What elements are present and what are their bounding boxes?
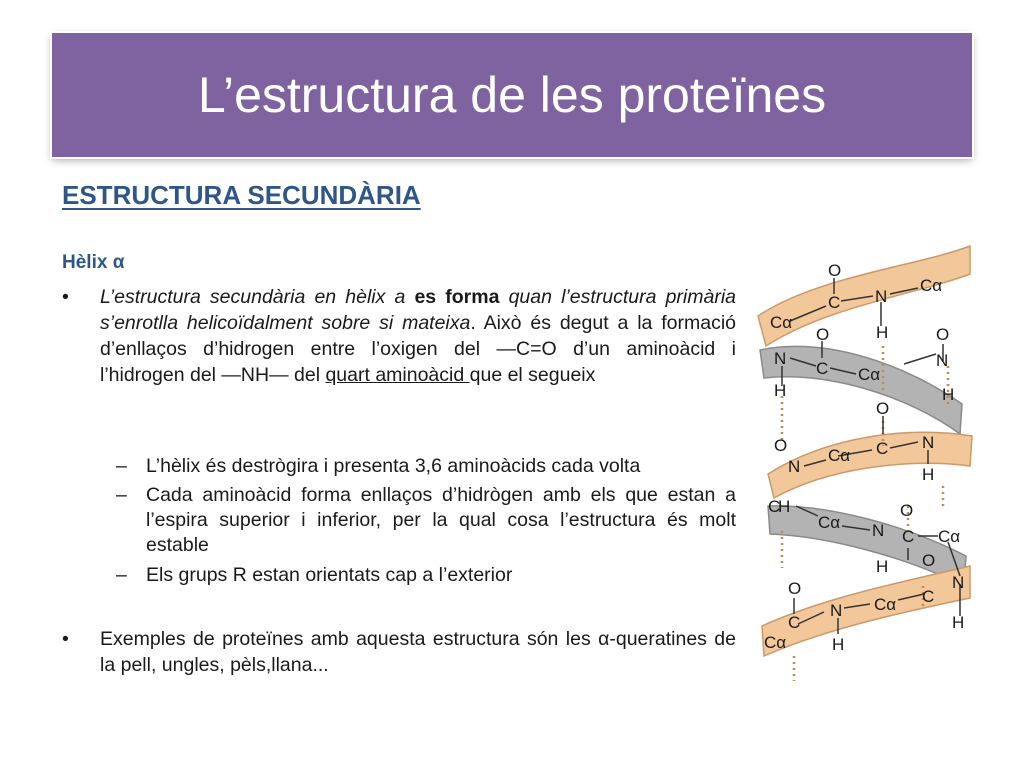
atom-label-o: O	[828, 261, 841, 280]
ribbon-tan	[757, 244, 971, 348]
atom-label-n: N	[774, 349, 786, 368]
atom-label-calpha: Cα	[858, 365, 880, 384]
atom-label-n: N	[872, 521, 884, 540]
atom-label-h: H	[778, 497, 790, 516]
bullet-icon: •	[62, 628, 69, 650]
atom-label-h: H	[922, 465, 934, 484]
underlined-phrase: quart aminoàcid	[325, 364, 470, 386]
page-title: L’estructura de les proteïnes	[197, 67, 827, 123]
atom-label-n: N	[830, 601, 842, 620]
atom-label-calpha: Cα	[764, 633, 786, 652]
atom-label-h: H	[952, 613, 964, 632]
atom-label-o: O	[774, 436, 787, 455]
atom-label-n: N	[788, 457, 800, 476]
ribbon-tan	[761, 565, 971, 658]
plain-phrase: que el segueix	[469, 364, 596, 386]
dash-icon: –	[116, 455, 127, 477]
helix-subheading: Hèlix α	[62, 252, 125, 273]
atom-label-h: H	[832, 635, 844, 654]
atom-label-o: O	[922, 551, 935, 570]
atom-label-c: C	[922, 587, 934, 606]
italic-phrase: quan l’estructura primària s’enrotlla he…	[100, 286, 736, 334]
ribbon-tan	[767, 431, 973, 500]
atom-label-c: C	[816, 359, 828, 378]
bullet-text: L’estructura secundària en hèlix a es fo…	[100, 284, 736, 388]
atom-label-o: O	[788, 579, 801, 598]
bullet-icon: •	[62, 286, 69, 308]
atom-label-c: C	[828, 293, 840, 312]
atom-label-n: N	[936, 351, 948, 370]
atom-label-c: C	[788, 613, 800, 632]
atom-label-calpha: Cα	[770, 313, 792, 332]
atom-label-c: C	[902, 527, 914, 546]
bullet-text: Exemples de proteïnes amb aquesta estruc…	[100, 628, 736, 676]
atom-label-h: H	[942, 385, 954, 404]
atom-label-o: O	[936, 325, 949, 344]
atom-label-h: H	[876, 557, 888, 576]
plain-phrase: . Això és degut a la formació d’enllaços…	[100, 312, 737, 386]
atom-label-o: O	[876, 399, 889, 418]
atom-label-h: H	[774, 381, 786, 400]
title-banner: L’estructura de les proteïnes	[52, 33, 972, 157]
atom-label-n: N	[952, 573, 964, 592]
atom-label-o: O	[816, 325, 829, 344]
bold-phrase: es forma	[414, 286, 500, 308]
sub-item-text: Els grups R estan orientats cap a l’exte…	[146, 564, 513, 586]
atom-label-n: N	[922, 433, 934, 452]
atom-label-o: O	[900, 501, 913, 520]
covalent-bonds	[781, 278, 961, 634]
atom-label-n: N	[875, 287, 887, 306]
dash-icon: –	[116, 484, 127, 506]
atom-label-calpha: Cα	[938, 527, 960, 546]
sub-item-text: Cada aminoàcid forma enllaços d’hidrògen…	[146, 484, 736, 556]
atom-label-calpha: Cα	[920, 276, 942, 295]
atom-label-c: C	[768, 497, 780, 516]
atom-label-c: C	[876, 439, 888, 458]
atom-label-calpha: Cα	[874, 595, 896, 614]
atom-label-calpha: Cα	[818, 513, 840, 532]
section-heading: ESTRUCTURA SECUNDÀRIA	[62, 180, 421, 210]
alpha-helix-illustration: O C N Cα H Cα O N C Cα N O H O H O C N C…	[738, 236, 982, 698]
sub-item-text: L’hèlix és destrògira i presenta 3,6 ami…	[146, 455, 641, 477]
atom-label-h: H	[876, 323, 888, 342]
atom-label-calpha: Cα	[828, 446, 850, 465]
dash-icon: –	[116, 564, 127, 586]
italic-phrase: L’estructura secundària en hèlix a	[100, 286, 415, 308]
